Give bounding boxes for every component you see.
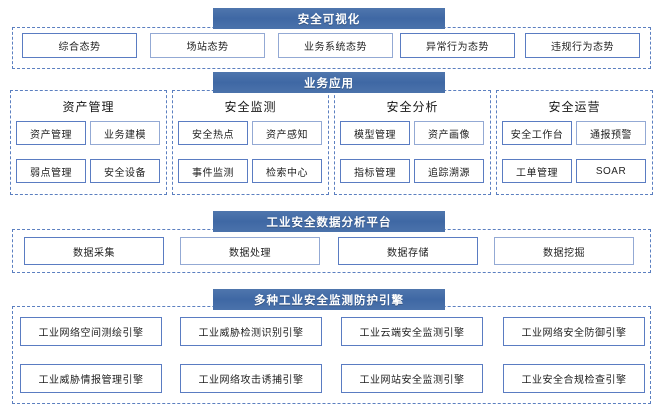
- visualization-item-2[interactable]: 业务系统态势: [278, 33, 393, 58]
- engine-item-4[interactable]: 工业威胁情报管理引擎: [20, 364, 162, 393]
- business-item-3-1[interactable]: 通报预警: [576, 121, 646, 145]
- business-item-2-2[interactable]: 指标管理: [340, 159, 410, 183]
- business-item-2-3[interactable]: 追踪溯源: [414, 159, 484, 183]
- engine-item-6[interactable]: 工业网站安全监测引擎: [341, 364, 483, 393]
- platform-item-2[interactable]: 数据存储: [338, 237, 478, 265]
- engine-item-2[interactable]: 工业云端安全监测引擎: [341, 317, 483, 346]
- business-item-1-0[interactable]: 安全热点: [178, 121, 248, 145]
- business-item-3-0[interactable]: 安全工作台: [502, 121, 572, 145]
- business-group-title-2: 安全分析: [386, 100, 439, 114]
- business-item-1-3[interactable]: 检索中心: [252, 159, 322, 183]
- business-item-1-2[interactable]: 事件监测: [178, 159, 248, 183]
- platform-item-1[interactable]: 数据处理: [180, 237, 320, 265]
- engine-item-7[interactable]: 工业安全合规检查引擎: [503, 364, 645, 393]
- engine-item-3[interactable]: 工业网络安全防御引擎: [503, 317, 645, 346]
- business-item-0-1[interactable]: 业务建模: [90, 121, 160, 145]
- business-item-3-2[interactable]: 工单管理: [502, 159, 572, 183]
- visualization-item-0[interactable]: 综合态势: [22, 33, 137, 58]
- business-item-2-1[interactable]: 资产画像: [414, 121, 484, 145]
- business-item-0-0[interactable]: 资产管理: [16, 121, 86, 145]
- section-title-platform: 工业安全数据分析平台: [213, 211, 445, 232]
- engine-item-0[interactable]: 工业网络空间测绘引擎: [20, 317, 162, 346]
- visualization-item-4[interactable]: 违规行为态势: [525, 33, 640, 58]
- platform-item-3[interactable]: 数据挖掘: [494, 237, 634, 265]
- visualization-item-3[interactable]: 异常行为态势: [400, 33, 515, 58]
- business-item-0-3[interactable]: 安全设备: [90, 159, 160, 183]
- engine-item-5[interactable]: 工业网络攻击诱捕引擎: [180, 364, 322, 393]
- business-item-2-0[interactable]: 模型管理: [340, 121, 410, 145]
- section-title-visualization: 安全可视化: [213, 8, 445, 29]
- platform-item-0[interactable]: 数据采集: [24, 237, 164, 265]
- business-group-title-1: 安全监测: [224, 100, 277, 114]
- business-group-title-0: 资产管理: [62, 100, 115, 114]
- section-title-engines: 多种工业安全监测防护引擎: [213, 289, 445, 310]
- business-item-3-3[interactable]: SOAR: [576, 159, 646, 183]
- business-item-1-1[interactable]: 资产感知: [252, 121, 322, 145]
- visualization-item-1[interactable]: 场站态势: [150, 33, 265, 58]
- business-item-0-2[interactable]: 弱点管理: [16, 159, 86, 183]
- section-title-business: 业务应用: [213, 72, 445, 93]
- business-group-title-3: 安全运营: [548, 100, 601, 114]
- engine-item-1[interactable]: 工业威胁检测识别引擎: [180, 317, 322, 346]
